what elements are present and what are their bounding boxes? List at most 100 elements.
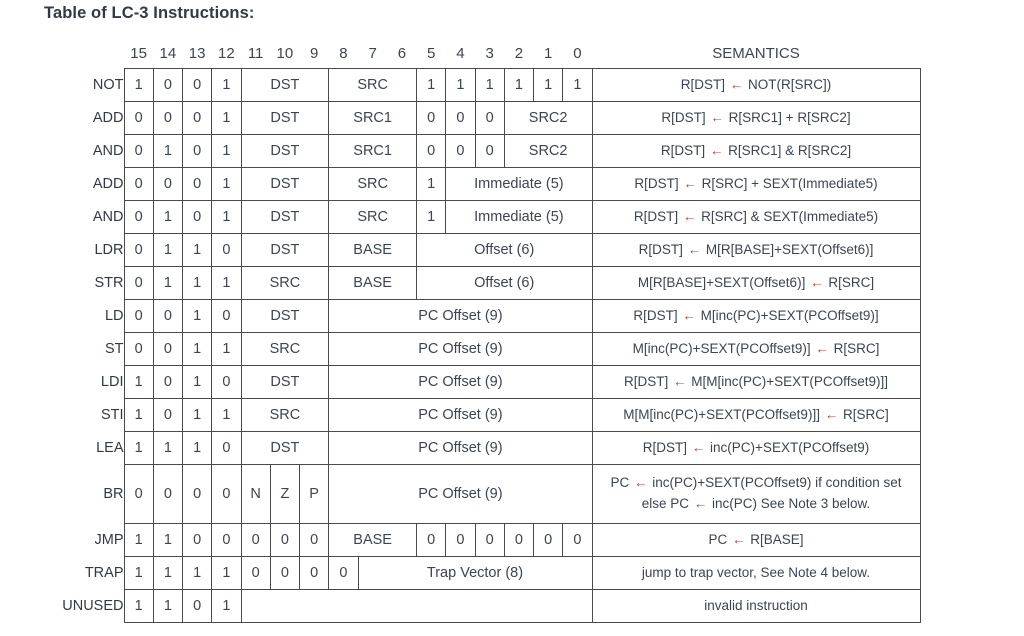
bit-field-0: 0	[211, 464, 242, 524]
bit-header-1: 1	[543, 44, 553, 62]
bit-field-1: 1	[445, 68, 476, 102]
instruction-label-add-3: ADD	[92, 176, 124, 192]
bit-field-1: 1	[152, 134, 184, 168]
bit-field-0: 0	[211, 431, 242, 465]
bit-field-1: 1	[123, 431, 154, 465]
instruction-label-add-1: ADD	[92, 110, 124, 126]
assignment-arrow-icon: ←	[731, 531, 746, 547]
bit-field-dst: DST	[240, 200, 330, 234]
bit-field-1: 1	[211, 101, 242, 135]
bit-field-pc-offset-9: PC Offset (9)	[328, 398, 593, 432]
bit-field-src2: SRC2	[503, 134, 593, 168]
bit-field-0: 0	[269, 556, 301, 590]
bit-header-4: 4	[456, 44, 465, 62]
bit-field-0: 0	[445, 101, 476, 135]
bit-field-z: Z	[269, 464, 301, 524]
bit-field-0: 0	[123, 167, 154, 201]
semantics-line: M[inc(PC)+SEXT(PCOffset9)] ← R[SRC]	[632, 340, 880, 356]
bit-field-0: 0	[123, 299, 154, 333]
semantics-cell: R[DST] ← M[inc(PC)+SEXT(PCOffset9)]	[591, 299, 921, 333]
bit-field-dst: DST	[240, 101, 330, 135]
bit-field-0: 0	[474, 134, 505, 168]
bit-field-base: BASE	[328, 266, 417, 300]
bit-field-0: 0	[298, 556, 330, 590]
bit-field-immediate-5: Immediate (5)	[445, 200, 593, 234]
bit-field-0: 0	[181, 68, 213, 102]
bit-field-1: 1	[123, 523, 154, 557]
bit-field-pc-offset-9: PC Offset (9)	[328, 431, 593, 465]
bit-field-src: SRC	[240, 266, 330, 300]
bit-header-15: 15	[130, 44, 147, 62]
bit-field-1: 1	[181, 398, 213, 432]
bit-field-1: 1	[211, 589, 242, 623]
bit-field-1: 1	[181, 266, 213, 300]
bit-header-14: 14	[159, 44, 177, 62]
bit-field-offset-6: Offset (6)	[416, 266, 593, 300]
semantics-cell: R[DST] ← R[SRC] & SEXT(Immediate5)	[591, 200, 921, 234]
semantics-cell: R[DST] ← M[R[BASE]+SEXT(Offset6)]	[591, 233, 921, 267]
table-header: 15 14 13 12 11 10 9 8 7 6 5 4 3 2 1 0 SE…	[44, 38, 920, 69]
bit-field-0: 0	[123, 266, 154, 300]
instruction-label-st-8: ST	[104, 341, 124, 357]
bit-field-1: 1	[152, 556, 184, 590]
semantics-line: jump to trap vector, See Note 4 below.	[641, 564, 871, 580]
bit-field-pc-offset-9: PC Offset (9)	[328, 464, 593, 524]
bit-field-0: 0	[562, 523, 593, 557]
bit-field-1: 1	[211, 134, 242, 168]
bit-field-0: 0	[474, 101, 505, 135]
instruction-label-br-12: BR	[103, 486, 124, 502]
assignment-arrow-icon: ←	[693, 496, 708, 511]
bit-field-src: SRC	[240, 332, 330, 366]
instruction-label-and-2: AND	[92, 143, 124, 159]
bit-field-0: 0	[181, 134, 213, 168]
semantics-line: R[DST] ← inc(PC)+SEXT(PCOffset9)	[642, 439, 870, 455]
instruction-label-sti-10: STI	[100, 407, 124, 423]
bit-field-dst: DST	[240, 233, 330, 267]
bit-field-0: 0	[298, 523, 330, 557]
bit-field-0: 0	[152, 398, 184, 432]
bit-field-1: 1	[503, 68, 535, 102]
bit-header-11: 11	[247, 44, 264, 62]
bit-field-0: 0	[181, 464, 213, 524]
page-title: Table of LC-3 Instructions:	[44, 4, 255, 22]
bit-field-0: 0	[123, 101, 154, 135]
semantics-cell: R[DST] ← R[SRC] + SEXT(Immediate5)	[591, 167, 921, 201]
bit-field-0: 0	[152, 68, 184, 102]
semantics-cell: M[inc(PC)+SEXT(PCOffset9)] ← R[SRC]	[591, 332, 921, 366]
bit-field-1: 1	[211, 200, 242, 234]
bit-field-0: 0	[211, 299, 242, 333]
assignment-arrow-icon: ←	[815, 340, 829, 356]
bit-field-1: 1	[211, 556, 242, 590]
assignment-arrow-icon: ←	[687, 241, 702, 257]
bit-field-1: 1	[152, 233, 184, 267]
bit-field-p: P	[298, 464, 330, 524]
bit-header-row: 15 14 13 12 11 10 9 8 7 6 5 4 3 2 1 0 SE…	[44, 38, 920, 69]
bit-field-1: 1	[152, 266, 184, 300]
semantics-line: R[DST] ← R[SRC] & SEXT(Immediate5)	[633, 208, 879, 224]
bit-field-0: 0	[503, 523, 535, 557]
bit-field-0: 0	[152, 332, 184, 366]
bit-field-src1: SRC1	[328, 134, 417, 168]
bit-field-1: 1	[181, 299, 213, 333]
semantics-line: PC ← R[BASE]	[708, 531, 804, 547]
bit-header-9: 9	[309, 44, 319, 62]
bit-field-1: 1	[123, 68, 154, 102]
bit-field-0: 0	[152, 299, 184, 333]
assignment-arrow-icon: ←	[709, 142, 724, 158]
bit-header-5: 5	[426, 44, 436, 62]
bit-field-0: 0	[415, 101, 447, 135]
bit-header-8: 8	[339, 44, 348, 62]
instruction-label-trap-14: TRAP	[84, 565, 124, 581]
instruction-label-str-6: STR	[94, 275, 124, 291]
semantics-line: R[DST] ← M[M[inc(PC)+SEXT(PCOffset9)]]	[624, 373, 888, 389]
bit-field-pc-offset-9: PC Offset (9)	[328, 365, 593, 399]
assignment-arrow-icon: ←	[824, 406, 839, 422]
bit-field-1: 1	[211, 398, 242, 432]
